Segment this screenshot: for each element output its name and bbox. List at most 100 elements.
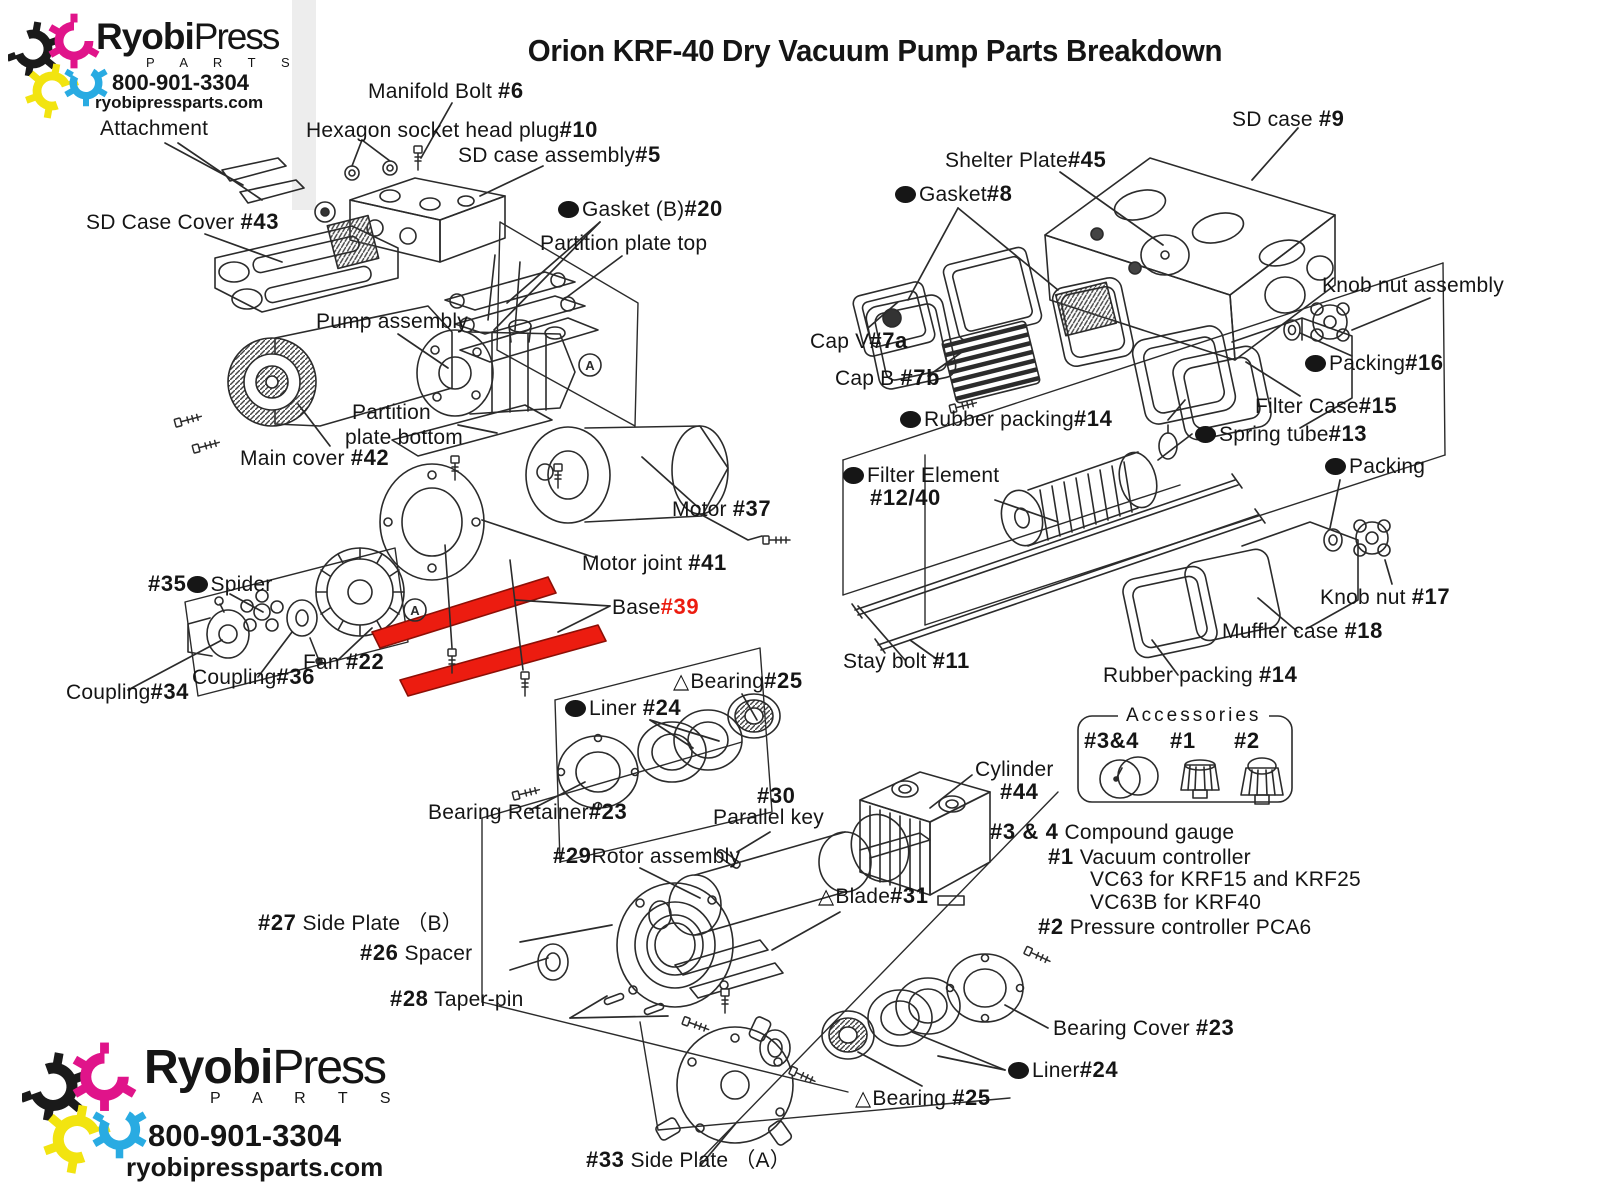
label-text: #43 — [240, 209, 280, 234]
label-text: Side Plate （A） — [624, 1149, 791, 1172]
gasket-8-drawing — [865, 277, 1135, 390]
sd-case-assembly-5-label: SD case assembly#5 — [458, 143, 661, 167]
label-text: #15 — [1358, 393, 1398, 418]
label-text: plate bottom — [345, 426, 463, 449]
label-text: #16 — [1405, 350, 1444, 375]
label-text: #26 — [360, 940, 399, 965]
partition-plate-bottom-line1-label: Partition — [352, 401, 431, 424]
label-text: #34 — [150, 679, 190, 704]
label-text: Coupling — [66, 681, 151, 704]
bearing-25-bottom-label: △Bearing #25 — [855, 1086, 991, 1110]
gasket-8-label: Gasket#8 — [895, 182, 1012, 206]
circled-a-markers: A A — [403, 353, 602, 622]
label-text: Bearing — [872, 1087, 953, 1110]
label-text: #41 — [688, 550, 727, 575]
bearing-cover-23-label: Bearing Cover #23 — [1053, 1016, 1234, 1040]
brand-press: Press — [272, 1041, 387, 1094]
knob-nut-assembly-drawing — [1283, 302, 1350, 342]
label-text: #3&4 — [1084, 728, 1139, 753]
label-text: #3 & 4 — [990, 819, 1059, 844]
parallel-key-30-num-label: #30 — [757, 784, 796, 808]
label-text: #2 — [1234, 728, 1260, 753]
blade-drawing — [674, 939, 784, 999]
knob-nut-17-label: Knob nut #17 — [1320, 585, 1450, 609]
dot-marker-icon — [558, 201, 579, 218]
label-text: Compound gauge — [1058, 821, 1235, 844]
packing-right-label: Packing — [1325, 455, 1425, 478]
motor-37-label: Motor #37 — [672, 497, 771, 521]
label-text: Motor — [672, 498, 733, 521]
label-text: #5 — [635, 142, 661, 167]
label-text: #7b — [900, 365, 941, 390]
gasket-b-partition-top-drawing — [444, 271, 599, 363]
label-text: Vacuum controller — [1073, 846, 1251, 869]
label-text: Taper-pin — [428, 988, 524, 1011]
knob-nut-17-drawing — [1323, 519, 1391, 557]
blade-31-label: △Blade#31 — [818, 884, 929, 908]
label-text: Gasket (B) — [582, 198, 685, 221]
label-text: #36 — [276, 664, 316, 689]
coupling-34-drawing — [187, 596, 250, 659]
label-text: Muffler case — [1222, 620, 1345, 643]
dot-marker-icon — [1008, 1062, 1029, 1079]
label-text: Liner — [589, 697, 643, 720]
label-text: Rubber packing — [924, 408, 1074, 431]
label-text: #25 — [764, 668, 803, 693]
page-title: Orion KRF-40 Dry Vacuum Pump Parts Break… — [527, 32, 1223, 68]
cap-b-7b-label: Cap B #7b — [835, 366, 940, 390]
note-vc63b-label: VC63B for KRF40 — [1090, 891, 1261, 914]
manifold-bolt-6-label: Manifold Bolt #6 — [368, 79, 524, 103]
spider-drawing — [240, 589, 284, 632]
brand-name: RyobiPress — [96, 16, 281, 58]
accessory-1-num-label: #1 — [1170, 729, 1196, 753]
side-plate-b-drawing — [537, 882, 734, 1035]
accessories-header-label: Accessories — [1118, 705, 1270, 726]
label-text: #17 — [1411, 584, 1451, 609]
triangle-marker-icon: △ — [818, 885, 835, 908]
label-text: #11 — [932, 648, 970, 673]
label-text: Spacer — [398, 942, 473, 965]
fan-drawing — [315, 547, 405, 637]
label-text: Pressure controller PCA6 — [1063, 916, 1312, 939]
side-plate-b-27-label: #27 Side Plate （B） — [258, 911, 463, 935]
label-text: #8 — [986, 181, 1013, 206]
leader-lines — [127, 102, 1431, 1167]
label-text: Bearing — [690, 670, 765, 693]
partition-plate-bottom-drawing — [391, 404, 563, 489]
label-text: Filter Element — [867, 464, 1000, 487]
base-39-drawing — [371, 544, 607, 697]
label-text: Manifold Bolt — [368, 80, 499, 103]
filter-case-drawing — [1172, 317, 1353, 441]
label-text: #18 — [1344, 618, 1383, 643]
filter-element-12-40-name-label: Filter Element — [843, 464, 1000, 487]
label-text: SD case assembly — [458, 144, 636, 167]
scan-artifact-band — [292, 0, 316, 210]
label-text: Knob nut assembly — [1322, 274, 1505, 297]
triangle-marker-icon: △ — [855, 1087, 872, 1110]
label-text: #28 — [390, 986, 429, 1011]
spacer-26-label: #26 Spacer — [360, 941, 472, 965]
phone-number: 800-901-3304 — [148, 1118, 342, 1153]
stay-bolt-11-label: Stay bolt #11 — [843, 649, 970, 673]
bearing-25-top-label: △Bearing#25 — [673, 669, 803, 693]
label-text: #2 — [1038, 914, 1064, 939]
filter-element-12-40-num-label: #12/40 — [870, 486, 941, 510]
label-text: Accessories — [1126, 705, 1262, 726]
liner-24-top-label: Liner #24 — [565, 696, 681, 720]
note-vacuum-controller-label: #1 Vacuum controller — [1048, 845, 1251, 869]
sd-case-assembly-drawing — [221, 145, 521, 331]
brand-press: Press — [193, 16, 281, 57]
cylinder-44-num-label: #44 — [1000, 780, 1039, 804]
parallel-key-30-label: Parallel key — [713, 806, 824, 829]
sd-case-9-drawing — [1044, 157, 1336, 361]
brand-ryobi: Ryobi — [144, 1041, 273, 1094]
taper-pin-28-label: #28 Taper-pin — [390, 987, 524, 1011]
cylinder-drawing — [850, 771, 991, 906]
bearing-group-bottom-drawing — [759, 945, 1053, 1067]
ryobipress-logo-bottom: RyobiPress P A R T S 800-901-3304 ryobip… — [10, 1028, 402, 1198]
label-text: #9 — [1318, 106, 1345, 131]
cap-b-drawing — [941, 320, 1041, 414]
muffler-case-18-label: Muffler case #18 — [1222, 619, 1383, 643]
